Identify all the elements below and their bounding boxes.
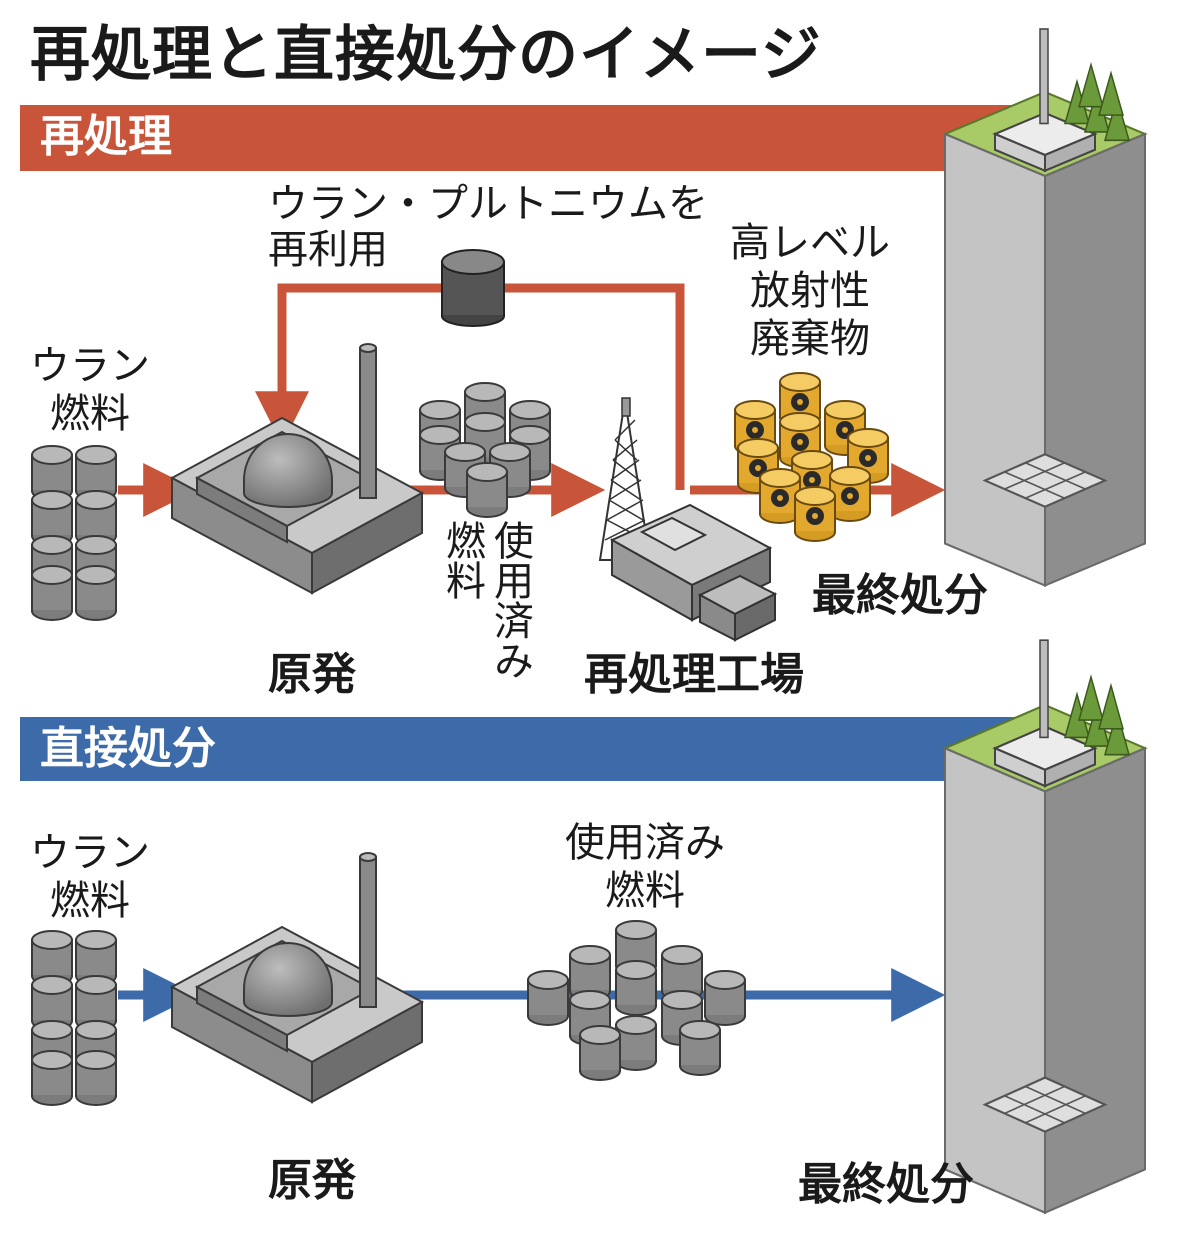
page-title: 再処理と直接処分のイメージ — [30, 20, 822, 90]
npp-bottom-label: 原発 — [268, 1155, 356, 1206]
nuclear-plant-bottom-icon — [171, 852, 423, 1103]
spent-fuel-bottom-label-line1: 使用済み — [565, 820, 725, 866]
nuclear-plant-top-icon — [171, 343, 423, 594]
hlw-label-line2: 放射性 — [750, 268, 870, 314]
spent-fuel-top-label-col2: 使用済み — [487, 520, 533, 680]
recycle-label-line1: ウラン・プルトニウムを — [268, 181, 708, 227]
spent-fuel-bottom-label-line2: 燃料 — [605, 868, 685, 914]
reprocessing-band-label: 再処理 — [40, 111, 172, 162]
reprocessing-plant-icon — [598, 397, 778, 642]
recovered-fuel-canister-icon — [441, 249, 505, 327]
reprocessing-band — [20, 105, 1040, 171]
hlw-label-line1: 高レベル — [730, 220, 890, 266]
recycle-label-line2: 再利用 — [268, 227, 388, 273]
spent-fuel-top-label-col1: 燃料 — [439, 520, 485, 600]
uranium-fuel-bottom-label-line2: 燃料 — [50, 878, 130, 924]
npp-top-label: 原発 — [268, 649, 356, 700]
high-level-waste-icon — [734, 372, 889, 542]
direct-band-label: 直接処分 — [40, 723, 216, 774]
reprocessing-plant-label: 再処理工場 — [584, 649, 804, 700]
disposal-bottom-label: 最終処分 — [798, 1159, 974, 1210]
uranium-fuel-top-label-line1: ウラン — [30, 343, 150, 389]
spent-fuel-top-icon — [419, 382, 551, 518]
hlw-label-line3: 廃棄物 — [750, 316, 870, 362]
uranium-fuel-top-icon — [31, 445, 117, 621]
spent-fuel-bottom-icon — [527, 920, 746, 1081]
disposal-top-label: 最終処分 — [812, 570, 988, 621]
direct-band — [20, 717, 1040, 781]
uranium-fuel-bottom-label-line1: ウラン — [30, 830, 150, 876]
uranium-fuel-top-label-line2: 燃料 — [50, 391, 130, 437]
uranium-fuel-bottom-icon — [31, 930, 117, 1106]
